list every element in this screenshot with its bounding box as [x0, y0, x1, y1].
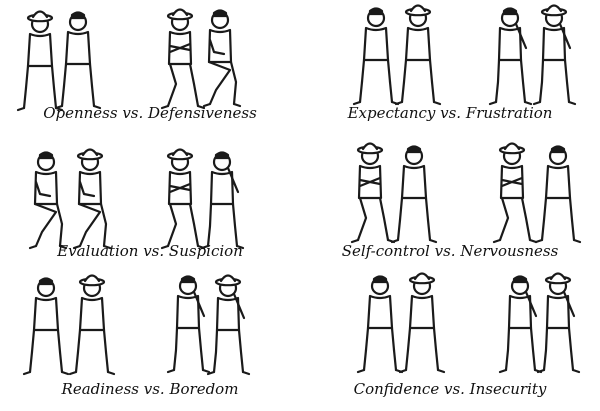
- panel-openness-defensiveness: Openness vs. Defensiveness: [0, 0, 300, 135]
- figures-expectancy-frustration: [352, 4, 577, 106]
- figures-selfcontrol-nervousness: [350, 142, 582, 244]
- caption-readiness-boredom: Readiness vs. Boredom: [61, 380, 239, 398]
- figures-readiness-boredom: [22, 274, 251, 376]
- figures-evaluation-suspicion: [28, 148, 245, 250]
- figures-openness-defensiveness: [16, 8, 242, 112]
- panel-evaluation-suspicion: Evaluation vs. Suspicion: [0, 138, 300, 273]
- panel-confidence-insecurity: Confidence vs. Insecurity: [300, 272, 600, 411]
- panel-readiness-boredom: Readiness vs. Boredom: [0, 274, 300, 411]
- caption-selfcontrol-nervousness: Self-control vs. Nervousness: [341, 242, 559, 260]
- figures-confidence-insecurity: [356, 272, 581, 374]
- panel-selfcontrol-nervousness: Self-control vs. Nervousness: [300, 138, 600, 273]
- caption-expectancy-frustration: Expectancy vs. Frustration: [347, 104, 553, 122]
- caption-openness-defensiveness: Openness vs. Defensiveness: [43, 104, 257, 122]
- caption-confidence-insecurity: Confidence vs. Insecurity: [353, 380, 547, 398]
- caption-evaluation-suspicion: Evaluation vs. Suspicion: [57, 242, 243, 260]
- panel-expectancy-frustration: Expectancy vs. Frustration: [300, 0, 600, 135]
